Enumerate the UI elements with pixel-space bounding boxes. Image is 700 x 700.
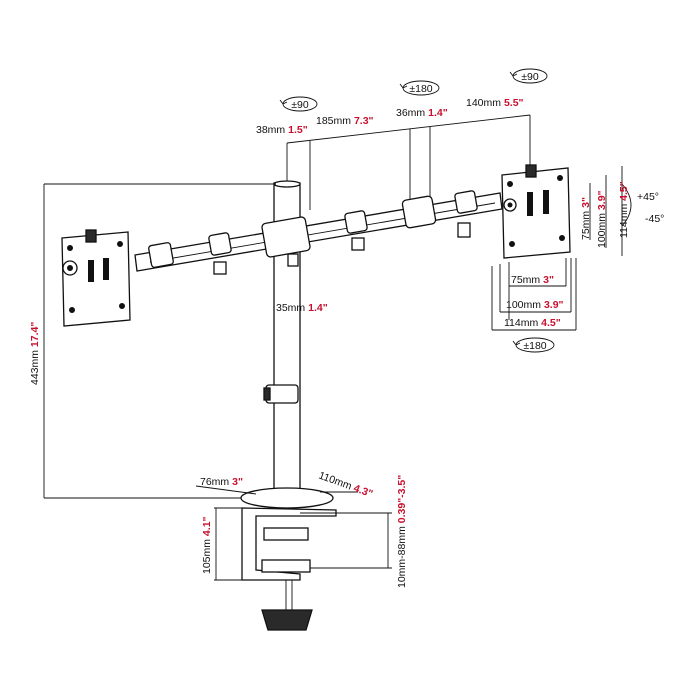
dim-base-76mm: 76mm 3" — [200, 476, 243, 488]
dim-clamp-105mm: 105mm 4.1" — [201, 516, 213, 574]
dim-height-443mm: 443mm 17.4" — [29, 322, 41, 385]
right-vesa-plate — [501, 164, 632, 259]
tilt-up-label: +45° — [637, 191, 659, 203]
tilt-arrow-icon — [621, 183, 632, 227]
dim-185mm: 185mm 7.3" — [316, 115, 374, 127]
dim-vesa-100mm-horizontal: 100mm 3.9" — [506, 299, 564, 311]
left-vesa-plate — [61, 229, 131, 327]
desk-clamp — [214, 507, 392, 631]
dim-140mm: 140mm 5.5" — [466, 97, 524, 109]
arm-dimension-lines — [286, 114, 531, 210]
dim-pole-35mm: 35mm 1.4" — [276, 302, 328, 314]
rotation-label: ±180 — [523, 340, 546, 352]
dim-36mm: 36mm 1.4" — [396, 107, 448, 119]
height-dimension-lines — [43, 183, 276, 499]
dim-vesa-75mm-vertical: 75mm 3" — [580, 197, 592, 240]
pole-collar — [265, 384, 299, 404]
dim-desk-thickness: 10mm-88mm 0.39"-3.5" — [396, 475, 408, 588]
vesa-dimension-lines — [491, 166, 623, 331]
tilt-down-label: -45° — [645, 213, 664, 225]
rotation-label: ±180 — [409, 83, 432, 95]
rotation-indicator-center-arm: ±180 — [399, 80, 440, 96]
rotation-indicator-left-arm: ±90 — [279, 96, 318, 112]
dim-vesa-75mm-horizontal: 75mm 3" — [511, 274, 554, 286]
dim-38mm: 38mm 1.5" — [256, 124, 308, 136]
dual-arm — [134, 190, 503, 275]
rotation-label: ±90 — [291, 99, 309, 111]
dim-vesa-100mm-vertical: 100mm 3.9" — [596, 190, 608, 248]
rotation-indicator-bottom: ±180 — [512, 337, 555, 353]
rotation-label: ±90 — [521, 71, 539, 83]
base-plate — [195, 485, 358, 509]
dim-vesa-114mm-vertical: 114mm 4.5" — [618, 181, 630, 238]
dim-vesa-114mm-horizontal: 114mm 4.5" — [504, 317, 561, 329]
rotation-indicator-right-arm: ±90 — [509, 68, 548, 84]
